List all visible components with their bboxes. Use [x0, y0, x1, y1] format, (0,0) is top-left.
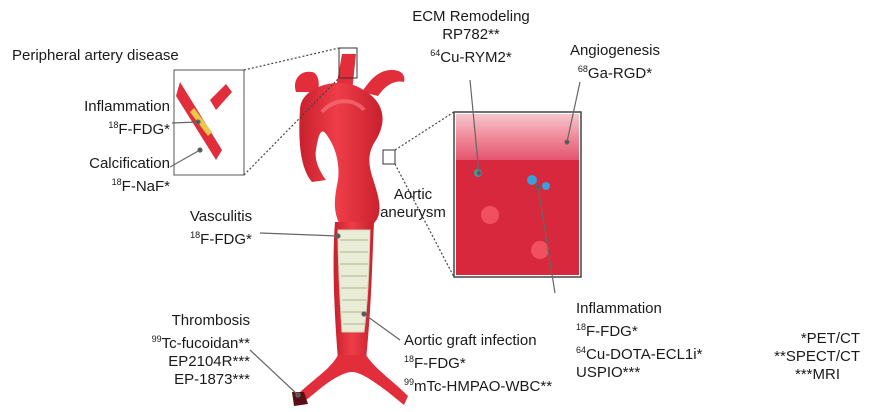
inflammatory-cell [542, 182, 550, 190]
aneurysm-line-1: Aortic [378, 186, 448, 204]
inflammation-left-title: Inflammation [40, 98, 170, 116]
calcification-label: Calcification 18F-NaF* [40, 155, 170, 196]
vasculitis-tracer: 18F-FDG* [184, 226, 258, 249]
inflammation-right-title: Inflammation [576, 300, 702, 318]
aneurysm-marker [383, 150, 395, 164]
aneurysm-line-2: aneurysm [378, 204, 448, 222]
lumen-cell [481, 206, 499, 224]
inflammatory-cell [527, 175, 537, 185]
vasculitis-title: Vasculitis [184, 208, 258, 226]
inflammation-right-tracer-1: 18F-FDG* [576, 318, 702, 341]
ecm-title: ECM Remodeling [410, 8, 532, 26]
pad-title: Peripheral artery disease [12, 47, 179, 65]
angiogenesis-title: Angiogenesis [565, 42, 665, 60]
thrombosis-tracer-2: EP2104R*** [100, 353, 250, 371]
inflammation-left-label: Inflammation 18F-FDG* [40, 98, 170, 139]
modality-legend: *PET/CT **SPECT/CT ***MRI [740, 330, 860, 384]
ecm-remodeling-label: ECM Remodeling RP782** 64Cu-RYM2* [410, 8, 532, 67]
thrombosis-label: Thrombosis 99Tc-fucoidan** EP2104R*** EP… [100, 312, 250, 389]
aortic-graft [338, 230, 370, 332]
legend-mri: ***MRI [740, 366, 840, 384]
inflammation-right-tracer-3: USPIO*** [576, 364, 702, 382]
calcification-tracer: 18F-NaF* [40, 173, 170, 196]
calcification-title: Calcification [40, 155, 170, 173]
graft-tracer-2: 99mTc-HMPAO-WBC** [404, 373, 552, 396]
thrombosis-title: Thrombosis [100, 312, 250, 330]
inflammation-left-tracer: 18F-FDG* [40, 116, 170, 139]
legend-spect-ct: **SPECT/CT [740, 348, 860, 366]
aortic-arch [299, 83, 382, 225]
lumen-cell [531, 241, 549, 259]
aortic-aneurysm-label: Aortic aneurysm [378, 186, 448, 222]
graft-title: Aortic graft infection [404, 332, 552, 350]
graft-infection-label: Aortic graft infection 18F-FDG* 99mTc-HM… [404, 332, 552, 396]
legend-pet-ct: *PET/CT [740, 330, 860, 348]
inflammation-right-tracer-2: 64Cu-DOTA-ECL1i* [576, 341, 702, 364]
iliac-bifurcation [296, 355, 408, 405]
angiogenesis-tracer: 68Ga-RGD* [565, 60, 665, 83]
graft-tracer-1: 18F-FDG* [404, 350, 552, 373]
vessel-lumen [456, 160, 579, 275]
angiogenesis-label: Angiogenesis 68Ga-RGD* [565, 42, 665, 83]
ecm-tracer-1: RP782** [410, 26, 532, 44]
subclavian-branch-right [362, 70, 404, 96]
thrombosis-tracer-3: EP-1873*** [100, 371, 250, 389]
inflammation-right-label: Inflammation 18F-FDG* 64Cu-DOTA-ECL1i* U… [576, 300, 702, 382]
ecm-tracer-2: 64Cu-RYM2* [410, 44, 532, 67]
thrombosis-tracer-1: 99Tc-fucoidan** [100, 330, 250, 353]
vasculitis-label: Vasculitis 18F-FDG* [184, 208, 258, 249]
